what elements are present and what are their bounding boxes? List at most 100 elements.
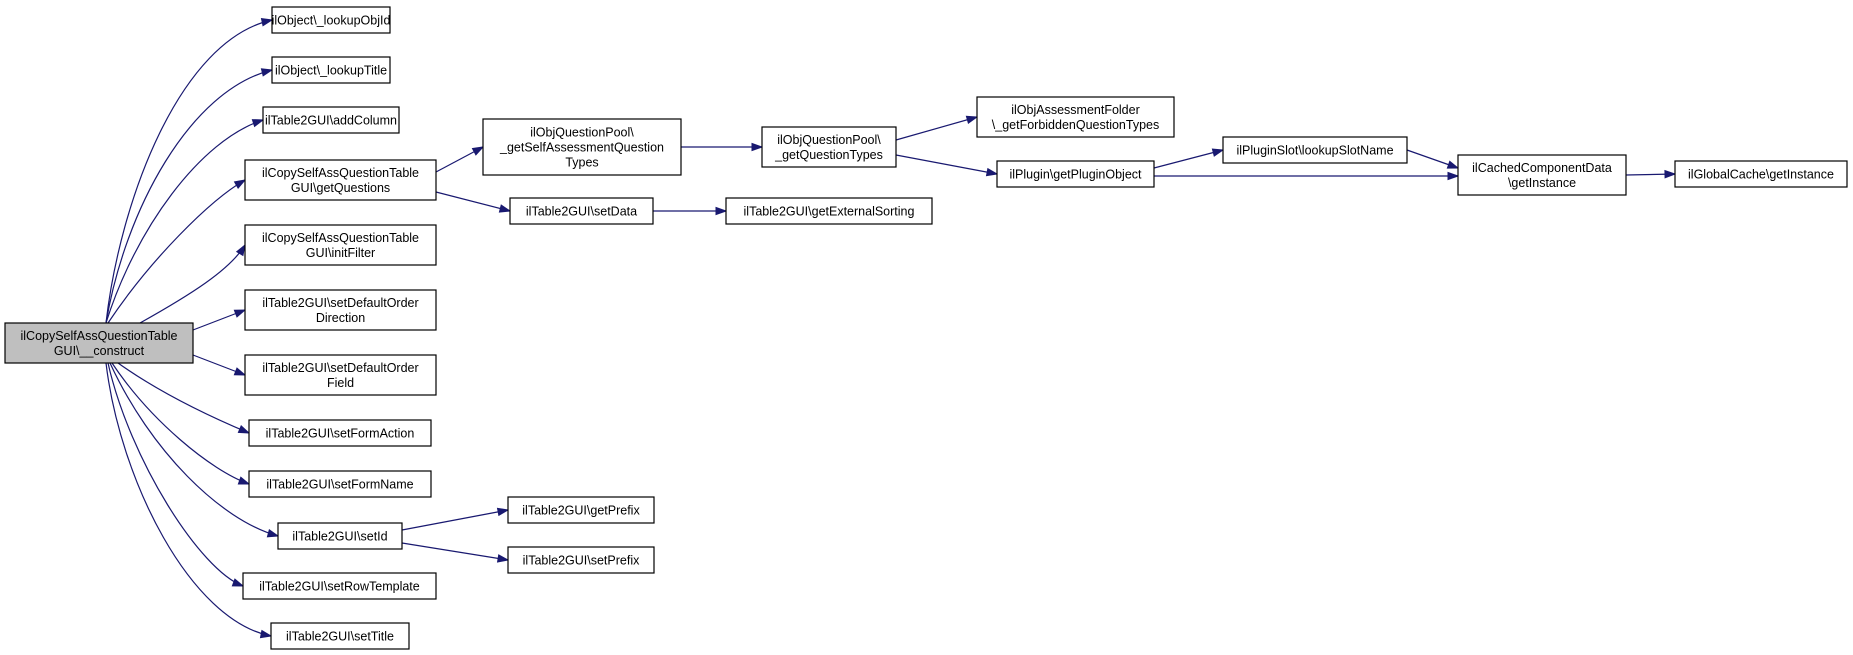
edge-line <box>117 362 250 434</box>
node-label: ilTable2GUI\setId <box>292 530 387 544</box>
arrowhead <box>233 309 247 318</box>
arrowhead <box>260 68 274 77</box>
node-box <box>482 118 682 176</box>
node-label: ilTable2GUI\setFormName <box>266 478 413 492</box>
node-box <box>996 160 1155 188</box>
node-label: ilPlugin\getPluginObject <box>1009 168 1142 182</box>
edges-layer <box>105 18 1677 639</box>
edge-construct-to-setDefaultOrderField <box>192 354 247 376</box>
node-getForbiddenQuestionTypes[interactable]: ilObjAssessmentFolder\_getForbiddenQuest… <box>976 96 1175 138</box>
node-box <box>248 470 432 498</box>
node-cachedGetInstance[interactable]: ilCachedComponentData\getInstance <box>1457 154 1627 196</box>
arrowhead <box>235 243 246 257</box>
node-label: ilObjQuestionPool\ <box>777 133 881 147</box>
node-label: ilTable2GUI\getPrefix <box>522 504 640 518</box>
node-getSelfAssessmentQuestionTypes[interactable]: ilObjQuestionPool\_getSelfAssessmentQues… <box>482 118 682 176</box>
node-label: Field <box>327 376 354 390</box>
edge-construct-to-setTitle <box>105 362 273 639</box>
node-label: ilTable2GUI\addColumn <box>265 114 397 128</box>
node-label: ilCopySelfAssQuestionTable <box>262 166 419 180</box>
node-label: ilCachedComponentData <box>1472 161 1612 175</box>
node-label: ilTable2GUI\setRowTemplate <box>259 580 420 594</box>
node-label: ilTable2GUI\setFormAction <box>266 427 415 441</box>
node-getQuestionTypes[interactable]: ilObjQuestionPool\_getQuestionTypes <box>761 126 897 168</box>
edge-getSelfAssessmentQuestionTypes-to-getQuestionTypes <box>681 142 764 152</box>
node-getQuestions[interactable]: ilCopySelfAssQuestionTableGUI\getQuestio… <box>244 159 437 201</box>
node-label: \_getForbiddenQuestionTypes <box>992 118 1159 132</box>
edge-getQuestions-to-getSelfAssessmentQuestionTypes <box>435 146 485 173</box>
edge-construct-to-lookupObjId <box>105 18 274 324</box>
node-box <box>242 572 437 600</box>
arrowhead <box>251 119 265 128</box>
edge-line <box>107 179 246 324</box>
node-label: GUI\__construct <box>54 344 145 358</box>
node-setRowTemplate[interactable]: ilTable2GUI\setRowTemplate <box>242 572 437 600</box>
edge-setData-to-getExternalSorting <box>653 206 728 216</box>
node-label: ilObject\_lookupObjId <box>272 14 391 28</box>
edge-construct-to-setId <box>109 362 280 538</box>
node-addColumn[interactable]: ilTable2GUI\addColumn <box>262 106 400 134</box>
arrowhead <box>471 146 485 156</box>
node-box <box>1457 154 1627 196</box>
node-setTitle[interactable]: ilTable2GUI\setTitle <box>270 622 410 650</box>
node-label: \getInstance <box>1508 176 1576 190</box>
node-globalCacheGetInstance[interactable]: ilGlobalCache\getInstance <box>1674 160 1848 188</box>
edge-line <box>401 542 509 561</box>
edge-construct-to-addColumn <box>105 119 265 324</box>
node-box <box>271 6 391 34</box>
node-box <box>277 522 403 550</box>
arrowhead <box>237 424 251 434</box>
arrowhead <box>260 18 274 27</box>
arrowhead <box>498 204 512 213</box>
node-getExternalSorting[interactable]: ilTable2GUI\getExternalSorting <box>725 197 933 225</box>
node-setFormName[interactable]: ilTable2GUI\setFormName <box>248 470 432 498</box>
nodes-layer: ilCopySelfAssQuestionTableGUI\__construc… <box>4 6 1848 650</box>
node-label: ilPluginSlot\lookupSlotName <box>1236 144 1393 158</box>
edge-getPluginObject-to-cachedGetInstance <box>1154 171 1460 181</box>
node-construct[interactable]: ilCopySelfAssQuestionTableGUI\__construc… <box>4 322 194 364</box>
node-box <box>248 419 432 447</box>
arrowhead <box>237 476 251 485</box>
arrowhead <box>1664 169 1677 179</box>
node-box <box>761 126 897 168</box>
node-setData[interactable]: ilTable2GUI\setData <box>509 197 654 225</box>
edge-getQuestionTypes-to-getPluginObject <box>895 154 999 177</box>
edge-getQuestions-to-setData <box>435 191 512 213</box>
node-label: GUI\initFilter <box>306 246 375 260</box>
node-getPrefix[interactable]: ilTable2GUI\getPrefix <box>507 496 655 524</box>
node-box <box>262 106 400 134</box>
node-lookupObjId[interactable]: ilObject\_lookupObjId <box>271 6 391 34</box>
node-label: _getQuestionTypes <box>774 148 883 162</box>
arrowhead <box>1211 148 1225 157</box>
node-box <box>507 546 655 574</box>
node-label: ilCopySelfAssQuestionTable <box>20 329 177 343</box>
arrowhead <box>496 507 510 517</box>
edge-setId-to-getPrefix <box>401 507 510 531</box>
edge-line <box>111 362 250 485</box>
node-lookupSlotName[interactable]: ilPluginSlot\lookupSlotName <box>1222 136 1408 164</box>
node-setId[interactable]: ilTable2GUI\setId <box>277 522 403 550</box>
node-box <box>271 56 391 84</box>
edge-construct-to-setDefaultOrderDirection <box>192 309 247 331</box>
arrowhead <box>233 367 247 376</box>
node-setPrefix[interactable]: ilTable2GUI\setPrefix <box>507 546 655 574</box>
node-label: ilTable2GUI\setDefaultOrder <box>262 296 418 310</box>
node-setFormAction[interactable]: ilTable2GUI\setFormAction <box>248 419 432 447</box>
edge-construct-to-setRowTemplate <box>107 362 245 587</box>
edge-line <box>107 362 244 587</box>
node-box <box>244 289 437 331</box>
edge-line <box>105 362 272 637</box>
edge-line <box>105 119 264 324</box>
node-box <box>507 496 655 524</box>
node-box <box>1222 136 1408 164</box>
node-getPluginObject[interactable]: ilPlugin\getPluginObject <box>996 160 1155 188</box>
arrowhead <box>751 142 764 152</box>
node-label: Direction <box>316 311 365 325</box>
node-label: Types <box>565 156 598 170</box>
node-lookupTitle[interactable]: ilObject\_lookupTitle <box>271 56 391 84</box>
node-label: ilTable2GUI\setData <box>526 205 637 219</box>
